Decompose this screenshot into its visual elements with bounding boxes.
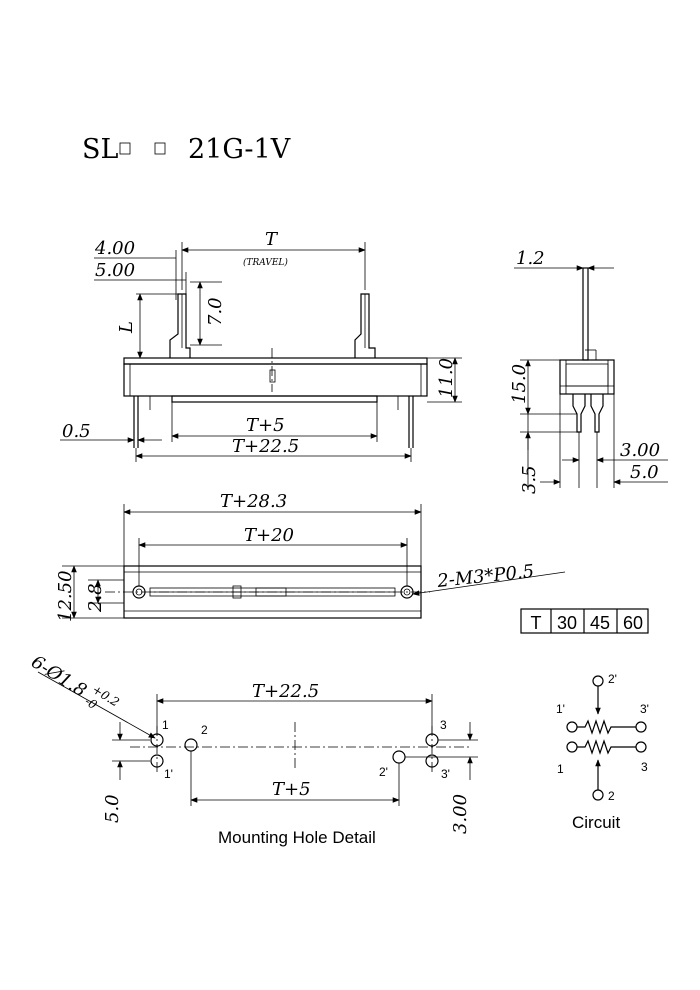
mount-dim-3-00: 3.00 (450, 794, 471, 834)
dim-travel: T (265, 229, 279, 250)
dim-12-50: 12.50 (55, 570, 76, 622)
circuit-label-3: 3 (641, 760, 648, 774)
circuit-label-1: 1 (557, 762, 564, 776)
mount-pin-2-prime: 2' (379, 765, 388, 779)
hole-callout: 6-Ø1.8 (27, 651, 90, 701)
dim-1-2: 1.2 (516, 248, 545, 269)
circuit-label-3-prime: 3' (640, 702, 649, 716)
circuit-caption: Circuit (572, 813, 620, 832)
resistor-upper (577, 719, 636, 735)
mounting-caption: Mounting Hole Detail (218, 828, 376, 847)
resistor-lower (577, 739, 636, 755)
dim-t-plus-5: T+5 (246, 415, 285, 436)
top-view: T+28.3 T+20 12.50 2.8 2-M3*P0.5 (55, 491, 566, 622)
dim-t-plus-20: T+20 (244, 525, 294, 546)
dim-2-8: 2.8 (85, 583, 106, 613)
circuit-pin-1 (566, 741, 578, 753)
dim-4-00: 4.00 (94, 238, 135, 259)
mount-pin-1: 1 (162, 718, 169, 732)
dim-travel-note: (TRAVEL) (243, 257, 288, 268)
dim-3-5: 3.5 (519, 465, 540, 494)
screw-callout: 2-M3*P0.5 (435, 561, 535, 592)
dim-3-00: 3.00 (620, 440, 660, 461)
dim-t-plus-22-5: T+22.5 (232, 436, 299, 457)
mount-pin-3: 3 (440, 718, 447, 732)
mounting-hole-detail: 1 2 3 1' 2' 3' 6-Ø1.8 +0.2 -0 T+22.5 T+5… (27, 651, 478, 847)
end-terminal-right (590, 394, 604, 433)
travel-table-value-30: 30 (557, 613, 577, 633)
end-view: 1.2 15.0 3.5 3.00 5.0 (509, 248, 668, 494)
side-slot-marker (269, 369, 276, 383)
dim-0-5: 0.5 (62, 421, 91, 442)
circuit-pin-1-prime (566, 721, 578, 733)
travel-table: T 30 45 60 (520, 608, 649, 634)
dim-5-0-end: 5.0 (630, 462, 659, 483)
circuit-pin-2 (592, 789, 604, 801)
dim-15-0: 15.0 (509, 364, 530, 404)
end-terminal-left (572, 394, 586, 433)
title-block: SL 21G-1V (82, 134, 291, 165)
dim-7-0: 7.0 (205, 297, 226, 326)
end-body (559, 359, 615, 395)
hole-1-prime (150, 754, 164, 768)
side-body (123, 363, 428, 397)
circuit-label-2: 2 (608, 789, 615, 803)
circuit-label-1-prime: 1' (556, 702, 565, 716)
mount-dim-5-0: 5.0 (102, 794, 123, 823)
side-lever-left (169, 293, 191, 358)
side-bottom-rail (171, 395, 378, 403)
dim-11-0: 11.0 (436, 358, 457, 398)
mount-pin-1-prime: 1' (164, 767, 173, 781)
travel-table-head: T (531, 613, 542, 633)
travel-table-value-45: 45 (590, 613, 610, 633)
model-code-box-2 (154, 142, 166, 155)
mount-pin-3-prime: 3' (441, 767, 450, 781)
end-lever (582, 267, 589, 361)
circuit-label-2-prime: 2' (608, 672, 617, 686)
mount-dim-t-plus-22-5: T+22.5 (252, 681, 319, 702)
circuit-pin-3 (635, 741, 647, 753)
hole-2 (184, 738, 198, 752)
model-code-box-1 (119, 142, 131, 155)
dim-5-00: 5.00 (95, 260, 135, 281)
mount-dim-t-plus-5: T+5 (272, 779, 311, 800)
circuit-diagram: 1' 2' 3' 1 2 3 Circuit (556, 672, 649, 832)
dim-t-plus-28-3: T+28.3 (220, 491, 287, 512)
dim-length: L (116, 321, 137, 334)
side-view: 4.00 5.00 T (TRAVEL) 7.0 L 11.0 0.5 T+5 (60, 229, 462, 462)
side-lever-right (354, 293, 376, 358)
circuit-pin-3-prime (635, 721, 647, 733)
title-suffix: 21G-1V (188, 134, 291, 165)
travel-table-value-60: 60 (623, 613, 643, 633)
mount-pin-2: 2 (201, 723, 208, 737)
title-prefix: SL (82, 134, 118, 165)
hole-3-prime (425, 754, 439, 768)
hole-2-prime (392, 750, 406, 764)
side-body-top (123, 357, 428, 365)
circuit-pin-2-prime (592, 675, 604, 687)
